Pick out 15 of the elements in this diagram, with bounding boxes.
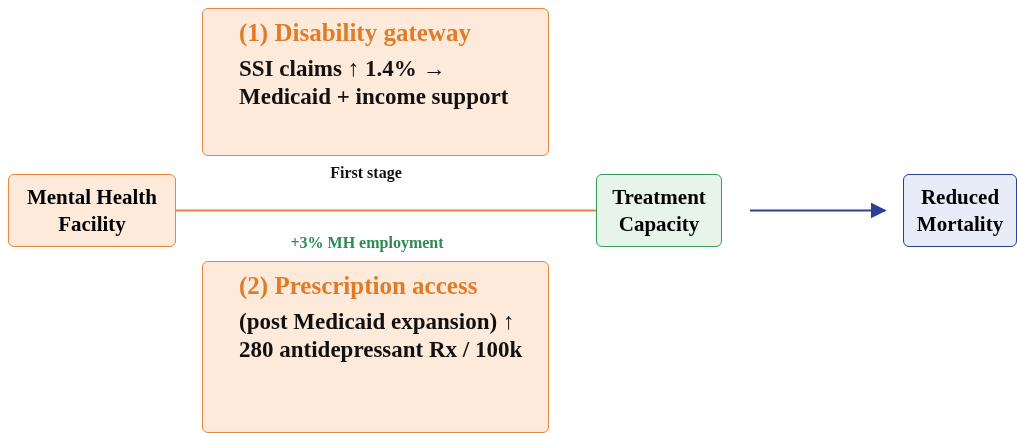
box-text: (post Medicaid expansion) ↑ 280 antidepressant Rx / 100k	[239, 308, 524, 364]
arrow	[749, 202, 887, 219]
box-heading: (1) Disability gateway	[239, 19, 472, 47]
process-box	[903, 174, 1017, 247]
mechanism-box	[202, 8, 549, 156]
mechanism-box	[202, 261, 549, 433]
connector-line	[175, 209, 597, 212]
edge-label: First stage	[330, 164, 402, 182]
box-label: Treatment Capacity	[611, 184, 707, 237]
box-label: Reduced Mortality	[915, 184, 1005, 237]
box-heading: (2) Prescription access	[239, 272, 479, 300]
process-box	[596, 174, 722, 247]
box-label: Mental Health Facility	[25, 184, 159, 237]
process-box	[8, 174, 176, 247]
box-text: SSI claims ↑ 1.4% → Medicaid + income support	[239, 55, 510, 111]
